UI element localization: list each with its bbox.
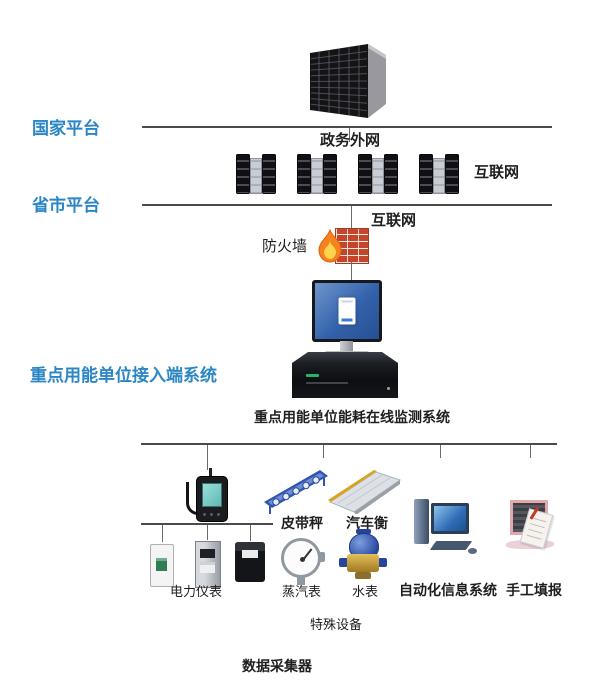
- server-cluster-icon: [358, 152, 398, 194]
- bus-line-provincial: [142, 204, 552, 206]
- network-label-internet-top: 互联网: [474, 163, 520, 181]
- drop-meter-1: [162, 525, 163, 542]
- monitor-screen: [315, 283, 379, 339]
- tier-label-enterprise: 重点用能单位接入端系统: [30, 366, 217, 386]
- server-cluster-icon: [297, 152, 337, 194]
- login-button: [341, 318, 353, 322]
- server-tower: [236, 154, 250, 194]
- antenna-icon: [209, 468, 212, 477]
- data-collector-button: [217, 513, 220, 516]
- computer-tower-icon: [414, 499, 429, 544]
- flame-icon: [318, 229, 342, 263]
- gauge-center: [300, 557, 305, 562]
- data-collector-button: [210, 513, 213, 516]
- desktop-computer-icon: [431, 503, 469, 534]
- server-tower: [323, 154, 337, 194]
- server-tower: [433, 158, 445, 194]
- special-equipment-label: 特殊设备: [310, 618, 363, 633]
- monitor-icon: [312, 280, 382, 342]
- data-collector-icon: [196, 476, 228, 522]
- server-box-icon: [292, 352, 398, 398]
- cable-icon: [186, 482, 201, 515]
- server-cluster-icon: [419, 152, 459, 194]
- network-label-internet-mid: 互联网: [371, 211, 417, 229]
- network-label-gov-external: 政务外网: [320, 131, 381, 149]
- water-meter-lid: [356, 529, 371, 534]
- power-meter-panel: [200, 562, 215, 573]
- server-box-led: [306, 374, 319, 377]
- data-collector-button: [203, 513, 206, 516]
- data-collector-screen: [202, 483, 222, 507]
- server-tower: [419, 154, 433, 194]
- sheet-line: [529, 523, 545, 529]
- power-meter-icon: [235, 542, 265, 582]
- water-meter-pipe: [339, 558, 348, 567]
- bus-line-devices: [141, 443, 557, 445]
- drop-meter-3: [250, 525, 251, 541]
- server-tower: [445, 154, 459, 194]
- server-tower: [297, 154, 311, 194]
- brick-wall-icon: [335, 228, 369, 264]
- server-box-button: [387, 387, 390, 390]
- gauge-stem: [297, 577, 305, 585]
- truck-scale-label: 汽车衡: [346, 516, 388, 532]
- server-tower: [250, 158, 262, 194]
- drop-manual: [530, 445, 531, 458]
- power-meter-band: [235, 542, 265, 551]
- power-meter-display: [242, 550, 258, 558]
- truck-scale-icon: [328, 470, 402, 514]
- power-meter-icon: [150, 544, 174, 587]
- connector-rack-to-bus: [349, 128, 350, 142]
- water-meter-pipe: [378, 558, 387, 567]
- water-meter-body: [347, 554, 379, 572]
- server-box-text: [306, 382, 348, 384]
- sheet-line: [526, 534, 542, 540]
- automation-system-label: 自动化信息系统: [399, 583, 497, 599]
- connector-firewall-to-terminal: [351, 262, 352, 281]
- belt-scale-icon: [264, 470, 328, 514]
- drop-scales: [323, 445, 324, 458]
- login-window: [338, 297, 356, 325]
- drop-automation: [440, 445, 441, 458]
- sheet-line: [531, 517, 547, 523]
- tier-label-provincial: 省市平台: [32, 196, 100, 216]
- water-meter-label: 水表: [352, 585, 379, 600]
- keyboard-icon: [429, 541, 473, 550]
- water-meter-foot: [355, 572, 371, 579]
- login-window-title: [341, 300, 353, 303]
- power-meter-display: [200, 549, 215, 558]
- server-tower: [372, 158, 384, 194]
- server-tower: [358, 154, 372, 194]
- steam-gauge-icon: [281, 538, 321, 578]
- power-meter-label: 电力仪表: [170, 585, 223, 600]
- belt-scale-label: 皮带秤: [281, 516, 323, 532]
- server-tower: [384, 154, 398, 194]
- sheet-line: [528, 528, 544, 534]
- tier-label-national: 国家平台: [32, 119, 100, 139]
- server-tower: [262, 154, 276, 194]
- drop-data-collector: [207, 445, 208, 470]
- server-rack-icon: [310, 44, 386, 118]
- monitor-stand: [340, 341, 353, 353]
- data-collector-label: 数据采集器: [242, 659, 312, 675]
- power-meter-display: [156, 558, 167, 571]
- gauge-nub: [319, 552, 325, 562]
- firewall-label: 防火墙: [262, 237, 308, 255]
- drop-meter-2: [207, 525, 208, 540]
- manual-report-label: 手工填报: [506, 583, 562, 599]
- server-cluster-icon: [236, 152, 276, 194]
- server-tower: [311, 158, 323, 194]
- bus-line-national: [142, 126, 552, 128]
- power-meter-icon: [195, 541, 221, 588]
- mouse-icon: [468, 548, 477, 554]
- connector-bus-to-firewall: [351, 206, 352, 230]
- monitoring-system-caption: 重点用能单位能耗在线监测系统: [254, 410, 450, 426]
- steam-meter-label: 蒸汽表: [282, 585, 322, 600]
- bus-line-meters: [141, 523, 273, 525]
